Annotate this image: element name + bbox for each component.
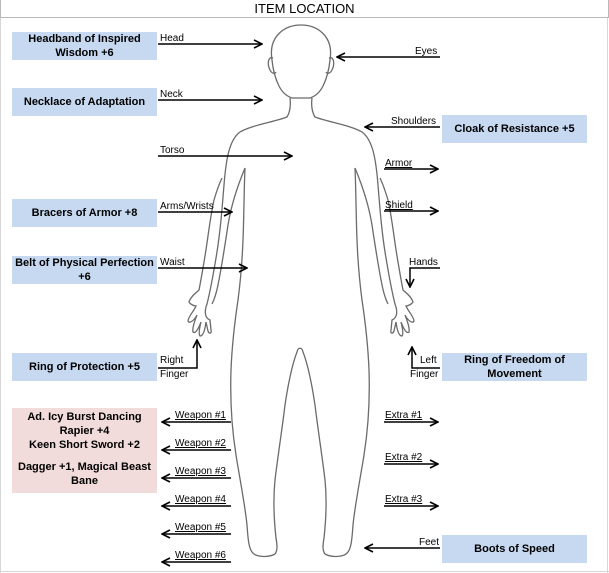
slot-weapon3-label: Weapon #3 — [175, 466, 226, 477]
weapon-item-2[interactable]: Keen Short Sword +2 — [29, 439, 140, 451]
slot-eyes-label: Eyes — [415, 46, 438, 57]
slot-neck-label: Neck — [160, 89, 183, 100]
slot-finger-left-label: Finger — [410, 369, 439, 380]
slot-armor-label: Armor — [385, 158, 413, 169]
slot-left-label: Left — [420, 355, 437, 366]
item-headband[interactable]: Headband of Inspired Wisdom +6 — [12, 32, 157, 60]
grid-line — [607, 17, 608, 573]
item-belt[interactable]: Belt of Physical Perfection +6 — [12, 256, 157, 284]
item-boots[interactable]: Boots of Speed — [442, 535, 587, 563]
grid-line — [0, 17, 1, 573]
human-figure — [187, 24, 415, 558]
item-ring-left[interactable]: Ring of Freedom of Movement — [442, 353, 587, 381]
slot-extra1-label: Extra #1 — [385, 410, 423, 421]
slot-hands-label: Hands — [409, 257, 438, 268]
weapon-item-1[interactable]: Ad. Icy Burst Dancing Rapier +4 — [27, 411, 142, 437]
slot-weapon2-label: Weapon #2 — [175, 438, 226, 449]
slot-finger-right-label: Finger — [160, 369, 189, 380]
slot-head-label: Head — [160, 33, 184, 44]
item-bracers[interactable]: Bracers of Armor +8 — [12, 199, 157, 227]
weapons-box: Ad. Icy Burst Dancing Rapier +4 Keen Sho… — [12, 408, 157, 493]
pointer-arrows — [158, 44, 440, 562]
item-necklace[interactable]: Necklace of Adaptation — [12, 88, 157, 116]
item-ring-right[interactable]: Ring of Protection +5 — [12, 353, 157, 381]
slot-extra3-label: Extra #3 — [385, 494, 423, 505]
grid-line — [0, 571, 609, 572]
slot-extra2-label: Extra #2 — [385, 452, 423, 463]
slot-arms-label: Arms/Wrists — [160, 201, 214, 212]
weapon-item-3[interactable]: Dagger +1, Magical Beast Bane — [18, 461, 151, 487]
slot-right-label: Right — [160, 355, 184, 366]
slot-weapon4-label: Weapon #4 — [175, 494, 226, 505]
slot-waist-label: Waist — [160, 257, 185, 268]
slot-weapon5-label: Weapon #5 — [175, 522, 226, 533]
slot-weapon1-label: Weapon #1 — [175, 410, 226, 421]
slot-shoulders-label: Shoulders — [391, 116, 437, 127]
slot-shield-label: Shield — [385, 200, 413, 211]
slot-torso-label: Torso — [160, 145, 185, 156]
slot-weapon6-label: Weapon #6 — [175, 550, 226, 561]
item-cloak[interactable]: Cloak of Resistance +5 — [442, 115, 587, 143]
slot-feet-label: Feet — [419, 537, 440, 548]
